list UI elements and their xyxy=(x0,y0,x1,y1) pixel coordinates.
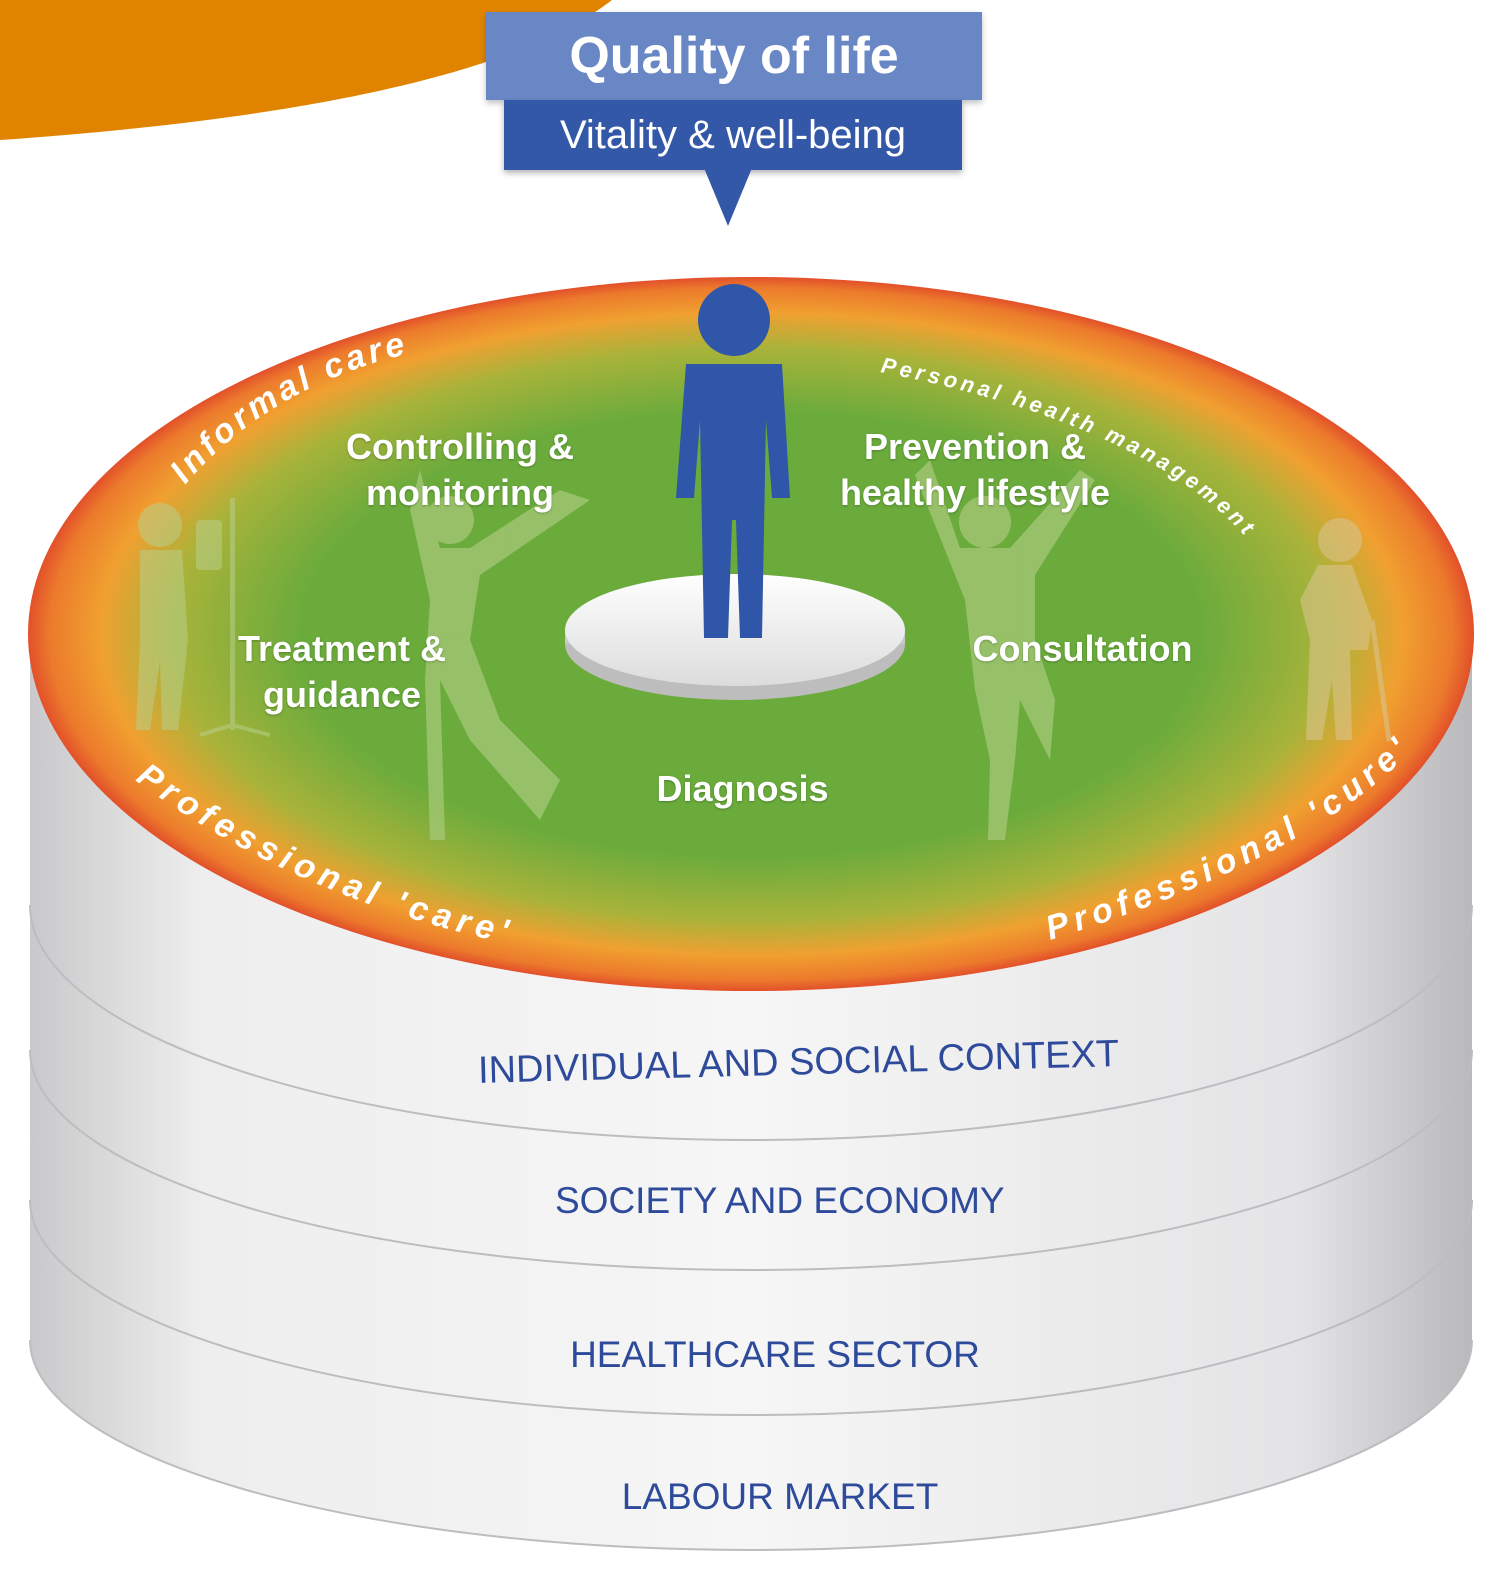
treatment-guidance-label: Treatment & guidance xyxy=(237,628,447,715)
corner-swoosh xyxy=(0,0,612,140)
elderly-cane-icon xyxy=(1300,518,1392,742)
layer-society-economy: SOCIETY AND ECONOMY xyxy=(555,1180,1005,1221)
jumping-man-icon xyxy=(915,460,1095,840)
pedestal-icon xyxy=(565,574,905,700)
professional-care-label: Professional 'care' xyxy=(130,756,511,952)
jumping-woman-icon xyxy=(410,470,590,840)
prevention-lifestyle-label: Prevention & healthy lifestyle xyxy=(839,426,1111,513)
layer-healthcare-sector: HEALTHCARE SECTOR xyxy=(570,1334,980,1375)
consultation-label: Consultation xyxy=(972,628,1193,669)
callout-pointer xyxy=(704,168,752,226)
diagnosis-label: Diagnosis xyxy=(656,768,829,809)
vitality-subtitle: Vitality & well-being xyxy=(504,100,962,170)
controlling-monitoring-label: Controlling & monitoring xyxy=(346,426,574,513)
quality-of-life-title: Quality of life xyxy=(486,12,982,100)
svg-text:Professional 'cure': Professional 'cure' xyxy=(1041,727,1420,948)
professional-cure-label: Professional 'cure' xyxy=(1041,727,1414,948)
person-icon xyxy=(676,284,790,638)
svg-text:Professional 'care': Professional 'care' xyxy=(130,756,517,952)
elderly-iv-icon xyxy=(136,498,271,737)
layer-labour-market: LABOUR MARKET xyxy=(621,1476,939,1517)
